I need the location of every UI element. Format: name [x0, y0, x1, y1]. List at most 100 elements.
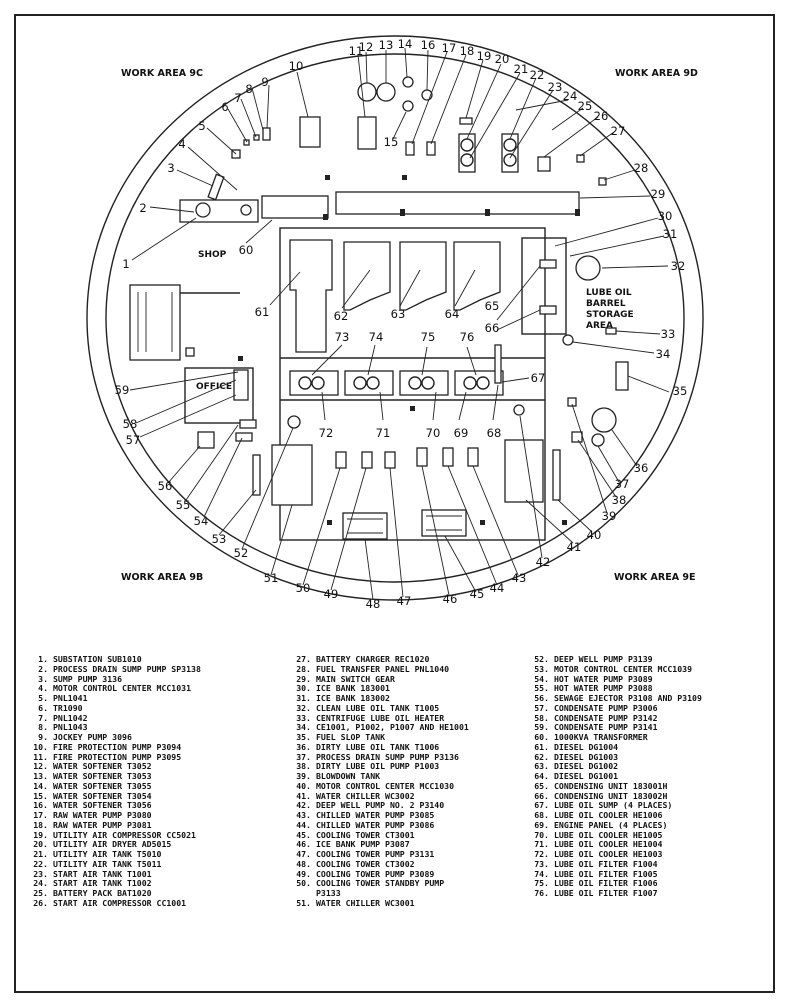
legend-item-number: 8. — [38, 722, 48, 733]
legend-item-text: CLEAN LUBE OIL TANK T1005 — [316, 702, 440, 713]
legend-item: 26.START AIR COMPRESSOR CC1001 — [28, 897, 201, 909]
legend-item-number: 37. — [296, 751, 311, 762]
callout-56: 56 — [158, 479, 173, 493]
legend-item: 6.TR1090 — [28, 702, 201, 714]
floor-plan: WORK AREA 9C WORK AREA 9D WORK AREA 9B W… — [86, 35, 704, 611]
legend-item-number: 54. — [534, 673, 549, 684]
legend-item-text: SUBSTATION SUB1010 — [53, 654, 142, 664]
legend-item: 46.ICE BANK PUMP P3087 — [291, 839, 469, 850]
legend-item-number: 14. — [33, 780, 48, 791]
legend-item: 35.FUEL SLOP TANK — [291, 732, 469, 743]
callout-32: 32 — [671, 259, 686, 273]
legend-item: 16.WATER SOFTENER T3056 — [28, 800, 201, 811]
legend-item-text: TR1090 — [53, 702, 83, 713]
legend-item: 44.CHILLED WATER PUMP P3086 — [291, 819, 469, 831]
legend-item-text: PROCESS DRAIN SUMP PUMP SP3138 — [53, 663, 201, 674]
legend-item: 43.CHILLED WATER PUMP P3085 — [291, 810, 469, 821]
legend-item-text: START AIR TANK T1001 — [53, 868, 152, 879]
callout-41: 41 — [567, 540, 582, 554]
legend-item: 31.ICE BANK 183002 — [291, 693, 469, 704]
legend-item-number: 25. — [33, 888, 48, 898]
legend-item-text: COOLING TOWER CT3002 — [316, 858, 415, 869]
callout-25: 25 — [578, 99, 593, 113]
legend-item: 39.BLOWDOWN TANK — [291, 771, 469, 782]
callout-55: 55 — [176, 498, 191, 512]
legend-item-text: ENGINE PANEL (4 PLACES) — [554, 819, 668, 830]
callout-10: 10 — [289, 59, 304, 73]
callout-38: 38 — [612, 493, 627, 507]
legend-item-text: DIESEL DG1001 — [554, 771, 619, 781]
legend-item-number: 10. — [33, 741, 48, 752]
legend-item-number: 64. — [534, 771, 549, 781]
legend-item-text: COOLING TOWER STANDBY PUMP — [316, 878, 445, 889]
callout-73: 73 — [335, 330, 350, 344]
legend-item: 65.CONDENSING UNIT 183001H — [529, 781, 702, 792]
outer-wall — [86, 35, 704, 601]
callout-numbers: 1 2 3 4 5 6 7 8 9 10 11 12 13 14 15 16 1… — [115, 37, 688, 611]
callout-33: 33 — [661, 327, 676, 341]
callout-27: 27 — [611, 124, 626, 138]
callout-60: 60 — [239, 243, 254, 257]
legend-item-text: DIESEL DG1002 — [554, 761, 619, 772]
callout-43: 43 — [512, 571, 527, 585]
callout-52: 52 — [234, 546, 249, 560]
legend-item-number: 60. — [534, 732, 549, 742]
shop-door-frame — [129, 284, 181, 361]
legend-item: 2.PROCESS DRAIN SUMP PUMP SP3138 — [28, 663, 201, 675]
legend-item: P3133 — [291, 888, 469, 899]
legend-item: 47.COOLING TOWER PUMP P3131 — [291, 849, 469, 860]
callout-64: 64 — [445, 307, 460, 321]
lube-storage-label-3: STORAGE — [586, 310, 634, 320]
legend-item: 71. LUBE OIL COOLER HE1004 — [529, 839, 702, 850]
legend-item-number: 46. — [296, 839, 311, 850]
legend-item: 66.CONDENSING UNIT 183002H — [529, 791, 702, 802]
legend-item: 75.LUBE OIL FILTER F1006 — [529, 878, 702, 889]
legend-item-text: HOT WATER PUMP P3089 — [554, 673, 653, 684]
legend-item: 53.MOTOR CONTROL CENTER MCC1039 — [529, 664, 702, 675]
legend-item: 20.UTILITY AIR DRYER AD5015 — [28, 839, 201, 850]
legend-item-number: 19. — [33, 829, 48, 840]
legend-item-number: 36. — [296, 741, 311, 752]
legend-item: 54. HOT WATER PUMP P3089 — [529, 673, 702, 685]
legend-item: 40.MOTOR CONTROL CENTER MCC1030 — [291, 781, 469, 792]
legend-item-number: 62. — [534, 751, 549, 762]
legend-item-number: 44. — [296, 819, 311, 830]
callout-9: 9 — [261, 75, 268, 89]
callout-75: 75 — [421, 330, 436, 344]
lube-storage-label-1: LUBE OIL — [586, 288, 632, 298]
drawing-frame — [14, 14, 775, 993]
legend-item-number: 57. — [534, 702, 549, 713]
legend-item-text: SEWAGE EJECTOR P3108 AND P3109 — [554, 693, 702, 703]
work-area-9d: WORK AREA 9D — [615, 68, 698, 79]
legend-item: 15.WATER SOFTENER T3054 — [28, 791, 201, 802]
callout-1: 1 — [122, 257, 129, 271]
legend-item-text: COOLING TOWER PUMP P3131 — [316, 849, 435, 859]
legend-item: 60.1000KVA TRANSFORMER — [529, 732, 702, 743]
legend-item: 68.LUBE OIL COOLER HE1006 — [529, 810, 702, 821]
legend-item-text: WATER SOFTENER T3052 — [53, 761, 152, 772]
legend-item-number: 69. — [534, 819, 549, 830]
legend-item-number: 5. — [38, 693, 48, 703]
legend-item-text: SUMP PUMP 3136 — [53, 673, 123, 684]
legend-item-text: CONDENSATE PUMP P3006 — [554, 702, 658, 713]
legend-item: 29.MAIN SWITCH GEAR — [291, 674, 469, 685]
legend-item-number: 17. — [33, 810, 48, 820]
legend-item-text: BATTERY PACK BAT1020 — [53, 888, 152, 898]
legend-item-number: 26. — [33, 897, 48, 908]
callout-63: 63 — [391, 307, 406, 321]
callout-76: 76 — [460, 330, 475, 344]
legend-item-text: JOCKEY PUMP 3096 — [53, 732, 132, 742]
callout-58: 58 — [123, 417, 138, 431]
legend-item-number: 3. — [38, 673, 48, 684]
callout-17: 17 — [442, 41, 457, 55]
legend-item: 72.LUBE OIL COOLER HE1003 — [529, 849, 702, 860]
callout-3: 3 — [167, 161, 174, 175]
legend-item-text: DIESEL DG1003 — [554, 751, 619, 762]
callout-5: 5 — [198, 119, 205, 133]
legend-item-number: 71. — [534, 839, 549, 850]
legend-item: 49.COOLING TOWER PUMP P3089 — [291, 869, 469, 880]
callout-69: 69 — [454, 426, 469, 440]
legend-item-text: DEEP WELL PUMP NO. 2 P3140 — [316, 800, 445, 811]
legend-item-text: LUBE OIL COOLER HE1004 — [554, 839, 663, 850]
legend-item-text: UTILITY AIR TANK T5010 — [53, 849, 162, 859]
